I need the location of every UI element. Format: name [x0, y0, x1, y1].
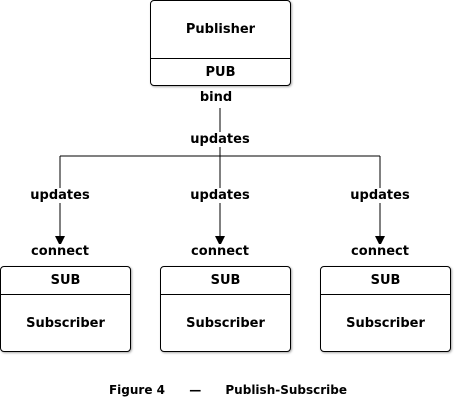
sub-socket-label: SUB	[370, 273, 401, 288]
sub-socket-label: SUB	[210, 273, 241, 288]
sub-socket-label: SUB	[50, 273, 81, 288]
branch-updates-label-1: updates	[29, 188, 91, 203]
branch-updates-label-3: updates	[349, 188, 411, 203]
connect-label-3: connect	[350, 244, 410, 259]
trunk-updates-label: updates	[189, 132, 251, 147]
publisher-label: Publisher	[185, 22, 256, 37]
figure-caption: Figure 4 — Publish-Subscribe	[0, 383, 456, 397]
caption-dash: —	[189, 383, 202, 397]
subscriber-box-1: SUB Subscriber	[0, 266, 131, 352]
subscriber-box-3: SUB Subscriber	[320, 266, 451, 352]
subscriber-label: Subscriber	[321, 294, 450, 351]
pub-socket-label: PUB	[151, 58, 290, 85]
caption-figure-number: Figure 4	[108, 383, 166, 397]
branch-updates-label-2: updates	[189, 188, 251, 203]
bind-label: bind	[198, 90, 234, 105]
subscriber-box-2: SUB Subscriber	[160, 266, 291, 352]
subscriber-label: Subscriber	[161, 294, 290, 351]
publisher-box: Publisher PUB	[150, 0, 291, 86]
caption-title: Publish-Subscribe	[225, 383, 348, 397]
connect-label-1: connect	[30, 244, 90, 259]
connect-label-2: connect	[190, 244, 250, 259]
subscriber-label: Subscriber	[1, 294, 130, 351]
